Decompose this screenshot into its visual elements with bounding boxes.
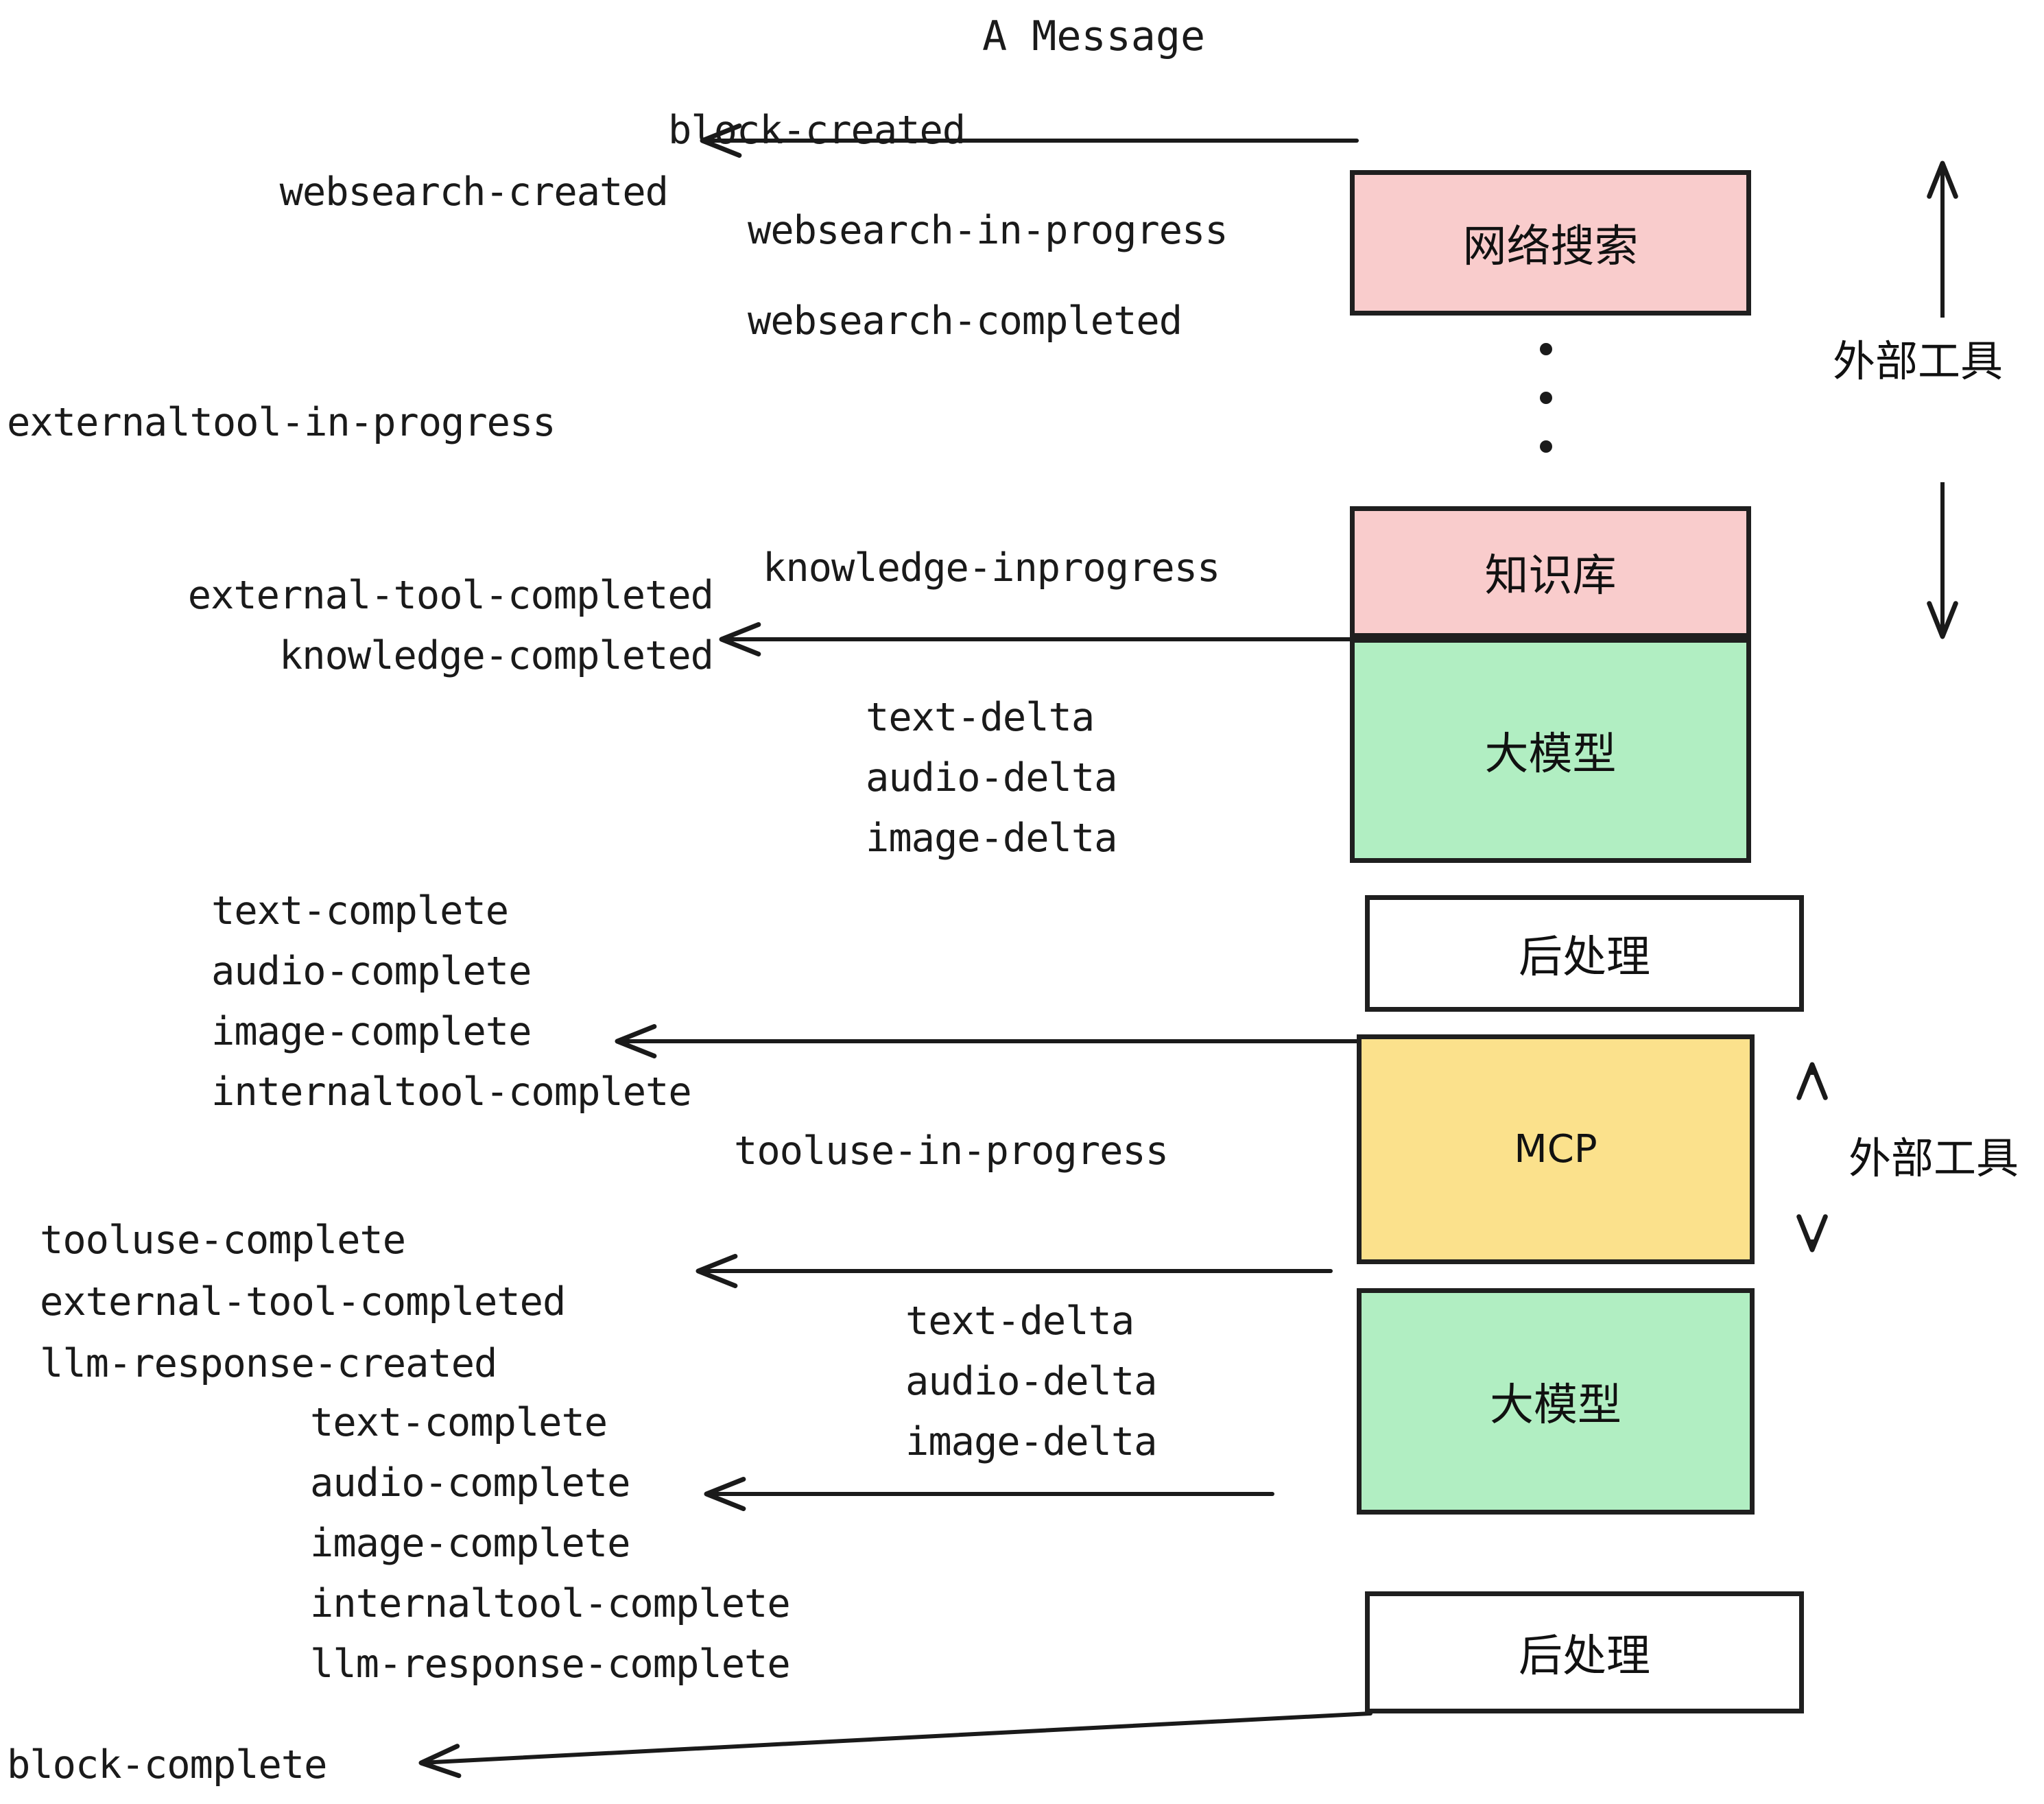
event-label-image-complete-2: image-complete	[310, 1521, 630, 1566]
vertical-ellipsis-icon	[1540, 343, 1552, 453]
event-label-llm-response-created: llm-response-created	[40, 1341, 497, 1386]
arrow-block-complete	[418, 1711, 1372, 1779]
event-label-knowledge-inprogress: knowledge-inprogress	[763, 545, 1220, 591]
ellipsis-dot	[1540, 440, 1552, 453]
box-label-knowledge: 知识库	[1484, 551, 1617, 602]
ellipsis-dot	[1540, 343, 1552, 355]
event-label-websearch-in-progress: websearch-in-progress	[748, 208, 1228, 253]
page-title: A Message	[982, 12, 1206, 60]
box-label-llm-2: 大模型	[1490, 1380, 1621, 1431]
external-tool-span-top	[1927, 161, 1958, 639]
event-label-block-complete: block-complete	[7, 1742, 327, 1788]
arrow-knowledge-done	[719, 621, 1352, 657]
external-tool-span-bottom	[1796, 1062, 1828, 1253]
event-label-externaltool-in-progress: externaltool-in-progress	[7, 400, 556, 445]
event-label-llm-response-complete: llm-response-complete	[310, 1641, 791, 1687]
box-knowledge[interactable]: 知识库	[1350, 506, 1751, 638]
box-label-llm-1: 大模型	[1484, 729, 1617, 780]
event-label-text-delta-2: text-delta	[905, 1298, 1134, 1344]
box-mcp[interactable]: MCP	[1357, 1034, 1755, 1264]
annotation-external-tool-top: 外部工具	[1833, 336, 2004, 386]
event-label-knowledge-completed: knowledge-completed	[278, 633, 714, 678]
event-label-text-delta-1: text-delta	[866, 695, 1095, 740]
box-llm-1[interactable]: 大模型	[1350, 638, 1751, 863]
event-label-image-complete-1: image-complete	[211, 1009, 532, 1054]
event-label-external-tool-completed-1: external-tool-completed	[187, 573, 714, 618]
event-label-audio-delta-1: audio-delta	[866, 755, 1117, 800]
event-label-text-complete-2: text-complete	[310, 1400, 608, 1445]
arrow-image-complete	[615, 1023, 1379, 1059]
event-label-text-complete-1: text-complete	[211, 888, 509, 934]
event-label-tooluse-complete: tooluse-complete	[40, 1218, 406, 1263]
event-label-websearch-completed: websearch-completed	[748, 298, 1183, 344]
arrow-tooluse-complete	[696, 1253, 1333, 1289]
event-label-block-created: block-created	[668, 108, 966, 153]
event-label-tooluse-in-progress: tooluse-in-progress	[734, 1128, 1169, 1174]
box-llm-2[interactable]: 大模型	[1357, 1288, 1755, 1515]
box-postprocess-2[interactable]: 后处理	[1365, 1591, 1804, 1713]
event-label-image-delta-1: image-delta	[866, 816, 1117, 861]
box-label-postprocess-2: 后处理	[1519, 1631, 1650, 1682]
event-label-image-delta-2: image-delta	[905, 1419, 1157, 1464]
box-postprocess-1[interactable]: 后处理	[1365, 895, 1804, 1012]
event-label-internaltool-complete-2: internaltool-complete	[310, 1581, 791, 1626]
event-label-external-tool-completed-2: external-tool-completed	[40, 1279, 566, 1325]
annotation-external-tool-bottom: 外部工具	[1849, 1133, 2019, 1183]
event-label-audio-delta-2: audio-delta	[905, 1359, 1157, 1404]
event-label-internaltool-complete-1: internaltool-complete	[211, 1069, 692, 1115]
event-label-websearch-created: websearch-created	[279, 169, 669, 215]
event-label-audio-complete-1: audio-complete	[211, 949, 532, 994]
box-label-postprocess-1: 后处理	[1519, 932, 1650, 983]
event-label-audio-complete-2: audio-complete	[310, 1460, 630, 1506]
arrow-audio-complete	[704, 1476, 1274, 1512]
box-websearch[interactable]: 网络搜索	[1350, 170, 1751, 316]
ellipsis-dot	[1540, 392, 1552, 404]
box-label-mcp: MCP	[1514, 1127, 1597, 1172]
box-label-websearch: 网络搜索	[1462, 222, 1639, 272]
